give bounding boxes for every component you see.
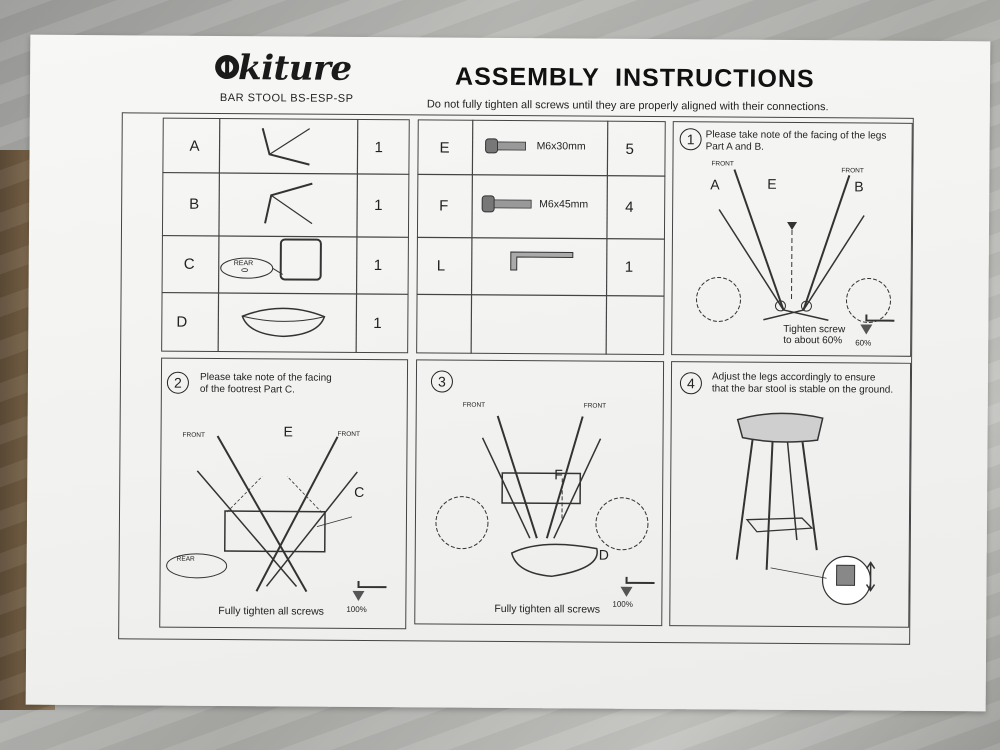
allen-key-icon <box>620 576 655 597</box>
step-instruction-line2: Part A and B. <box>705 141 764 153</box>
step-instruction-line1: Adjust the legs accordingly to ensure <box>711 371 876 384</box>
step-1-diagram <box>696 169 892 324</box>
tighten-caption: Fully tighten all screws <box>218 604 324 618</box>
step-2-panel: 2 Please take note of the facing of the … <box>30 35 990 630</box>
torque-percent: 60% <box>855 338 872 348</box>
part-row: D 1 <box>30 35 990 338</box>
part-qty: 1 <box>374 197 383 215</box>
hardware-qty: 5 <box>625 140 634 158</box>
step-2-diagram <box>166 435 358 593</box>
step-instruction-line2: that the bar stool is stable on the grou… <box>711 383 894 396</box>
parts-table: A 1 B 1 C REAR 1 <box>30 35 990 354</box>
part-letter: B <box>189 195 200 213</box>
seat-d-icon <box>241 307 326 338</box>
part-letter: D <box>176 313 188 331</box>
step-1-panel: 1 Please take note of the facing of the … <box>30 35 990 357</box>
instruction-sheet: kiture BAR STOOL BS-ESP-SP ASSEMBLY INST… <box>25 34 991 712</box>
part-qty: 1 <box>373 257 383 275</box>
page-title: ASSEMBLY INSTRUCTIONS <box>454 62 815 94</box>
part-row: A 1 <box>30 35 990 166</box>
brand-name: kiture <box>237 48 352 89</box>
step-number: 3 <box>430 370 454 393</box>
hardware-qty: 1 <box>624 258 634 276</box>
hardware-row: F M6x45mm 4 <box>30 35 990 216</box>
step-number: 4 <box>679 372 703 395</box>
page-subtitle: Do not fully tighten all screws until th… <box>426 98 829 114</box>
leg-b-icon <box>264 182 313 225</box>
hardware-table: E M6x30mm 5 F M6x45mm 4 L 1 <box>30 35 990 356</box>
rear-note: REAR <box>233 260 254 268</box>
model-number: BAR STOOL BS-ESP-SP <box>219 91 354 105</box>
rear-note: REAR <box>176 555 195 563</box>
footrest-c-icon <box>220 238 322 281</box>
tighten-caption-line2: to about 60% <box>783 334 843 347</box>
bar-stool-illustration <box>735 412 876 605</box>
hardware-qty: 4 <box>625 198 634 216</box>
leg-a-icon <box>261 128 311 166</box>
step-number: 1 <box>679 128 702 151</box>
allen-key-icon <box>352 580 387 601</box>
brand-logo-icon <box>215 55 240 80</box>
allen-key-icon <box>860 314 895 335</box>
tighten-caption: Fully tighten all screws <box>494 602 601 616</box>
step-instruction-line1: Please take note of the facing <box>199 371 332 384</box>
part-letter: C <box>183 255 195 273</box>
screw-f-icon <box>481 195 532 213</box>
part-row: B 1 <box>30 35 990 225</box>
hardware-letter: L <box>436 257 446 275</box>
part-qty: 1 <box>373 315 382 333</box>
allen-key-icon <box>510 251 574 271</box>
hardware-letter: F <box>439 197 449 215</box>
step-3-panel: 3 FRONT FRONT F D Fully tighten all scre… <box>30 35 990 627</box>
screw-e-icon <box>485 138 527 154</box>
part-letter: A <box>189 137 200 155</box>
step-3-diagram <box>435 415 649 578</box>
step-number: 2 <box>166 371 190 394</box>
hardware-grid <box>416 119 666 355</box>
parts-grid <box>161 117 410 353</box>
part-row: C REAR 1 <box>30 35 990 281</box>
hardware-spec: M6x30mm <box>536 140 586 153</box>
torque-percent: 100% <box>612 599 633 609</box>
hardware-row: L 1 <box>30 35 990 276</box>
hardware-spec: M6x45mm <box>539 198 589 211</box>
torque-percent: 100% <box>346 604 367 615</box>
hardware-row: E M6x30mm 5 <box>30 35 990 158</box>
hardware-letter: E <box>439 139 450 157</box>
step-instruction-line2: of the footrest Part C. <box>199 383 295 396</box>
step-4-panel: 4 Adjust the legs accordingly to ensure … <box>30 35 990 628</box>
part-qty: 1 <box>374 139 383 157</box>
